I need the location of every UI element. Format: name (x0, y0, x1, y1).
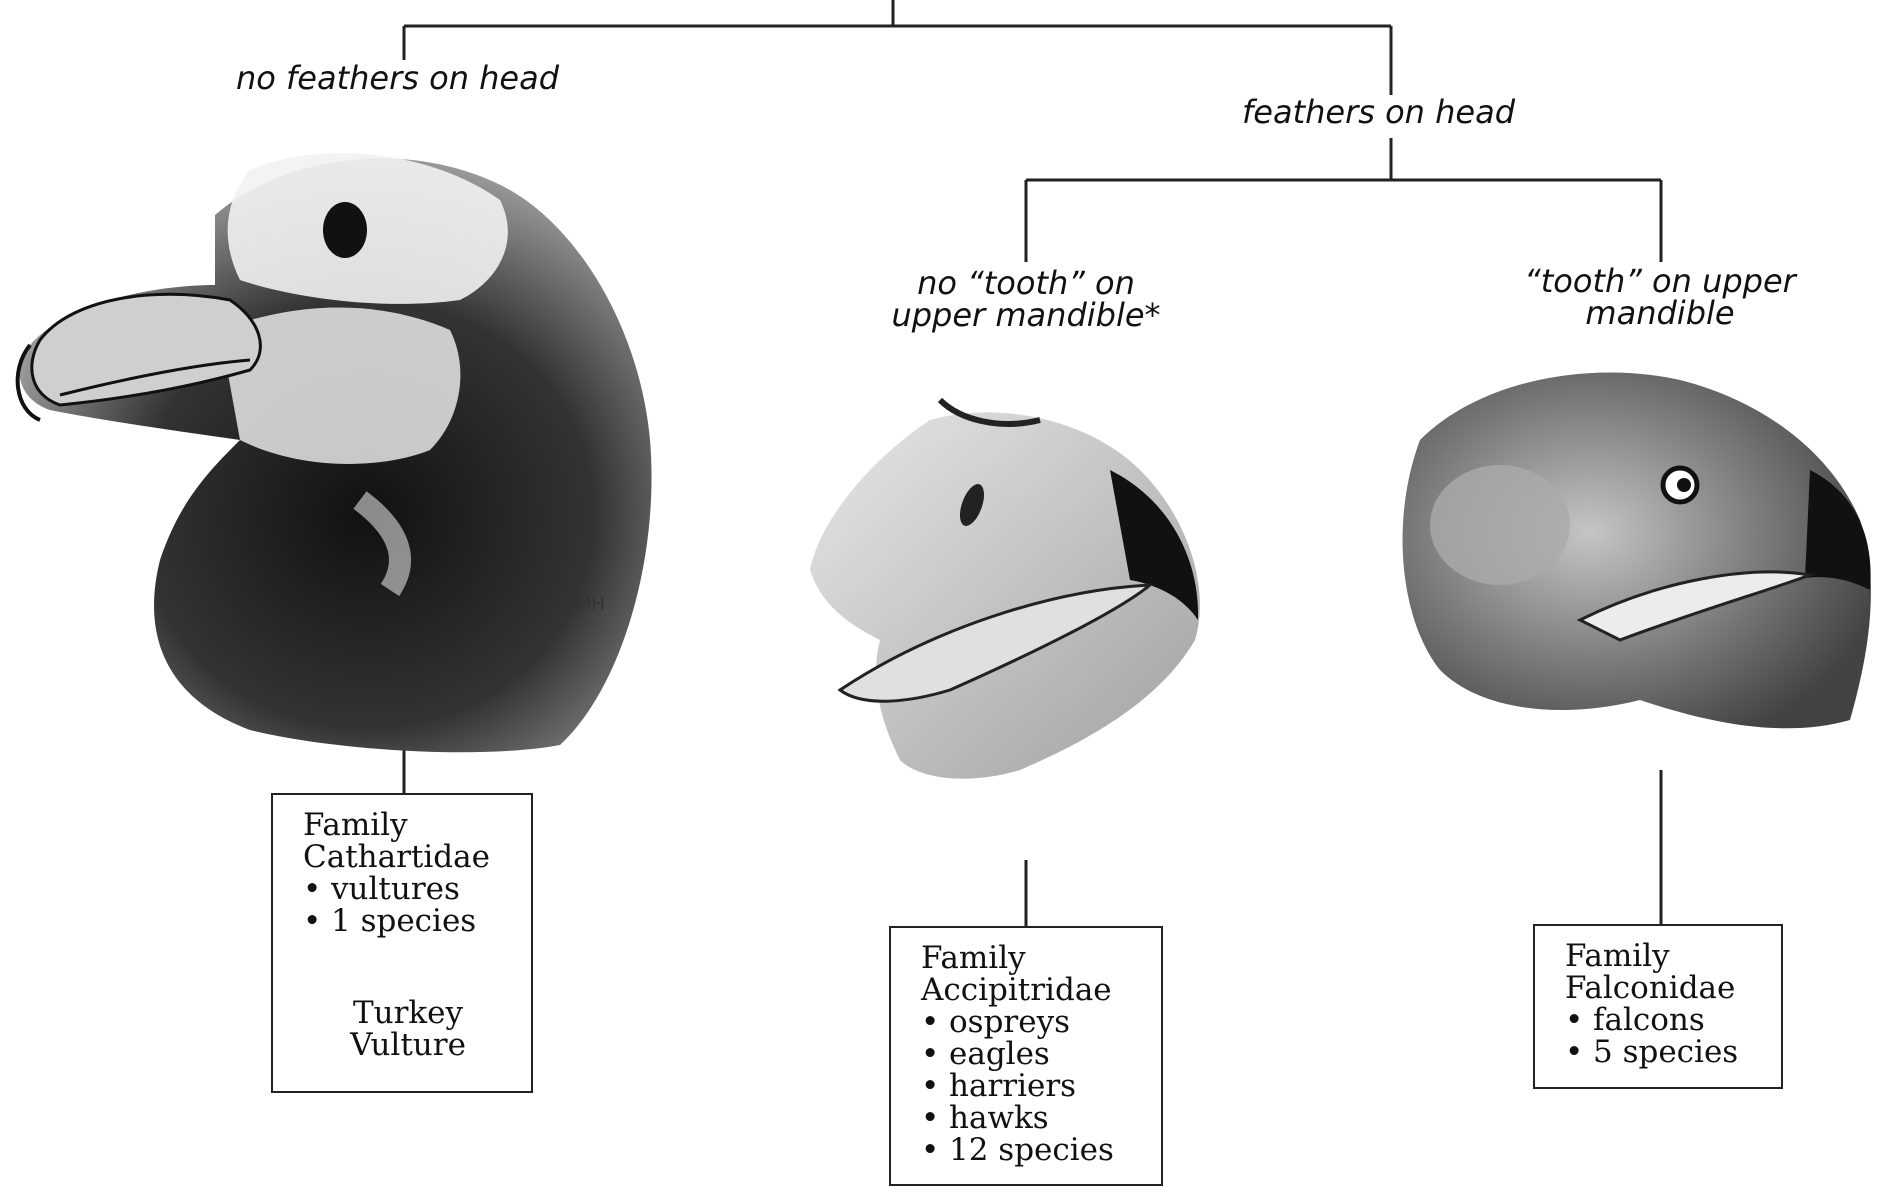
family-name: Accipitridae (921, 974, 1143, 1006)
no-tooth-line-2: upper mandible* (880, 299, 1172, 331)
tooth-line-2: mandible (1500, 297, 1820, 329)
family-box-falconidae: Family Falconidae •falcons •5 species (1533, 924, 1783, 1089)
list-item: •falcons (1565, 1004, 1763, 1036)
vulture-head-icon (18, 153, 652, 752)
branch-no-feathers-label: no feathers on head (236, 62, 559, 94)
family-box-accipitridae: Family Accipitridae •ospreys •eagles •ha… (889, 926, 1163, 1186)
list-item: •hawks (921, 1102, 1143, 1134)
example-line-2: Vulture (303, 1029, 513, 1061)
branch-tooth-label: “tooth” on upper mandible (1500, 265, 1820, 329)
family-box-cathartidae: Family Cathartidae •vultures •1 species … (271, 793, 533, 1093)
no-tooth-line-1: no “tooth” on (880, 267, 1172, 299)
list-item: •5 species (1565, 1036, 1763, 1068)
list-item: •1 species (303, 905, 513, 937)
family-items: •vultures •1 species (303, 873, 513, 937)
falcon-head-icon (1403, 373, 1871, 729)
list-item: •eagles (921, 1038, 1143, 1070)
list-item: •12 species (921, 1134, 1143, 1166)
artist-initials: MH (576, 594, 605, 615)
branch-no-tooth-label: no “tooth” on upper mandible* (880, 267, 1172, 331)
family-items: •ospreys •eagles •harriers •hawks •12 sp… (921, 1006, 1143, 1166)
example-species: Turkey Vulture (303, 997, 513, 1061)
example-line-1: Turkey (303, 997, 513, 1029)
tooth-line-1: “tooth” on upper (1500, 265, 1820, 297)
hawk-head-icon (810, 400, 1200, 779)
family-name: Cathartidae (303, 841, 513, 873)
family-word: Family (303, 809, 513, 841)
family-word: Family (1565, 940, 1763, 972)
family-name: Falconidae (1565, 972, 1763, 1004)
list-item: •ospreys (921, 1006, 1143, 1038)
family-word: Family (921, 942, 1143, 974)
list-item: •vultures (303, 873, 513, 905)
family-items: •falcons •5 species (1565, 1004, 1763, 1068)
list-item: •harriers (921, 1070, 1143, 1102)
branch-feathers-label: feathers on head (1242, 96, 1515, 128)
